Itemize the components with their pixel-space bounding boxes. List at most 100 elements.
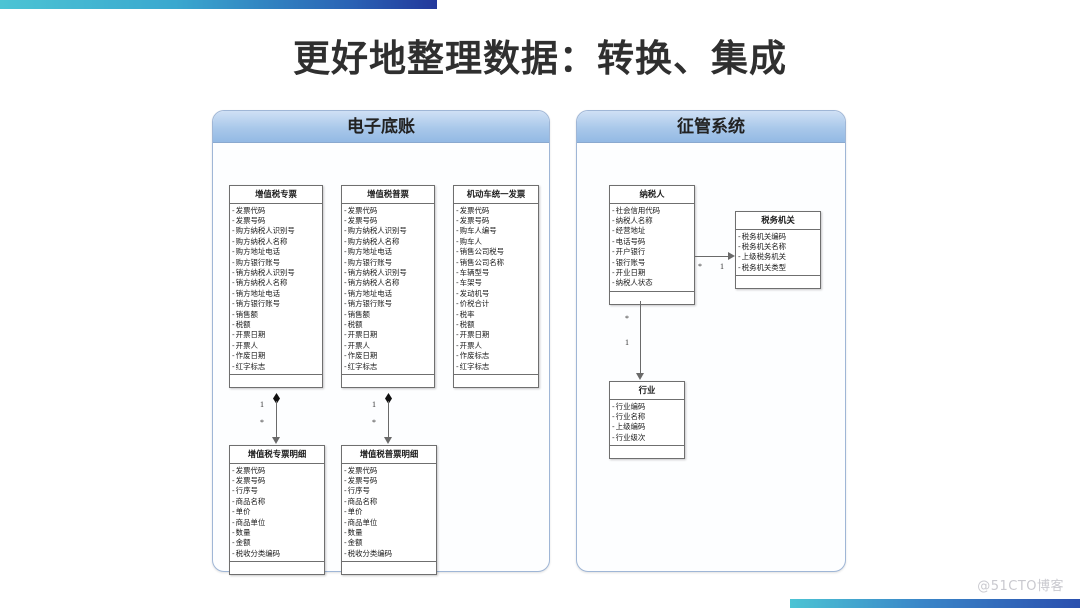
- entity-field: 开票日期: [344, 330, 433, 340]
- entity-field: 开票日期: [456, 330, 537, 340]
- entity-field: 价税合计: [456, 299, 537, 309]
- multiplicity-target: *: [260, 418, 264, 427]
- entity-tax-organization[interactable]: 税务机关 税务机关编码税务机关名称上级税务机关税务机关类型: [735, 211, 821, 290]
- entity-field: 税额: [456, 320, 537, 330]
- entity-field: 发票号码: [344, 476, 435, 486]
- entity-field: 销售公司税号: [456, 247, 537, 257]
- entity-field: 红字标志: [456, 362, 537, 372]
- entity-field: 金额: [232, 538, 323, 548]
- entity-field: 单价: [344, 507, 435, 517]
- entity-field: 发票号码: [456, 216, 537, 226]
- entity-industry[interactable]: 行业 行业编码行业名称上级编码行业级次: [609, 381, 685, 460]
- entity-field: 购方纳税人名称: [232, 237, 321, 247]
- entity-field: 税率: [456, 310, 537, 320]
- entity-field: 购方纳税人识别号: [232, 226, 321, 236]
- entity-field: 购车人: [456, 237, 537, 247]
- entity-field: 银行账号: [612, 258, 693, 268]
- entity-operations-compartment: [610, 292, 694, 304]
- relation-line: [276, 401, 277, 439]
- entity-vehicle-invoice[interactable]: 机动车统一发票 发票代码发票号码购车人编号购车人销售公司税号销售公司名称车辆型号…: [453, 185, 539, 388]
- entity-field-list: 发票代码发票号码行序号商品名称单价商品单位数量金额税收分类编码: [230, 464, 324, 563]
- entity-field: 红字标志: [232, 362, 321, 372]
- entity-field: 发票号码: [232, 476, 323, 486]
- entity-field: 开户银行: [612, 247, 693, 257]
- entity-field: 销方纳税人识别号: [344, 268, 433, 278]
- entity-field-list: 行业编码行业名称上级编码行业级次: [610, 400, 684, 447]
- panel-administration-system: 征管系统 纳税人 社会信用代码纳税人名称经营地址电话号码开户银行银行账号开业日期…: [576, 110, 846, 572]
- entity-field: 行业级次: [612, 433, 683, 443]
- entity-field: 购方银行账号: [232, 258, 321, 268]
- entity-field: 发票代码: [344, 466, 435, 476]
- entity-field: 开票日期: [232, 330, 321, 340]
- entity-field: 纳税人状态: [612, 278, 693, 288]
- entity-field: 作废日期: [232, 351, 321, 361]
- entity-field: 电话号码: [612, 237, 693, 247]
- entity-field: 经营地址: [612, 226, 693, 236]
- multiplicity-source: 1: [260, 400, 264, 409]
- entity-field: 单价: [232, 507, 323, 517]
- entity-field: 发动机号: [456, 289, 537, 299]
- entity-field: 数量: [344, 528, 435, 538]
- entity-field: 销方地址电话: [344, 289, 433, 299]
- entity-field: 购方地址电话: [344, 247, 433, 257]
- entity-field: 购车人编号: [456, 226, 537, 236]
- entity-field: 上级税务机关: [738, 252, 819, 262]
- entity-taxpayer[interactable]: 纳税人 社会信用代码纳税人名称经营地址电话号码开户银行银行账号开业日期纳税人状态: [609, 185, 695, 305]
- relation-line: [695, 256, 728, 257]
- entity-field: 发票代码: [456, 206, 537, 216]
- entity-field: 作废标志: [456, 351, 537, 361]
- entity-operations-compartment: [342, 562, 436, 574]
- entity-field: 上级编码: [612, 422, 683, 432]
- entity-field: 销方银行账号: [232, 299, 321, 309]
- entity-field: 购方银行账号: [344, 258, 433, 268]
- multiplicity-source: 1: [372, 400, 376, 409]
- entity-vat-normal-invoice[interactable]: 增值税普票 发票代码发票号码购方纳税人识别号购方纳税人名称购方地址电话购方银行账…: [341, 185, 435, 388]
- entity-field: 商品单位: [344, 518, 435, 528]
- entity-field: 购方纳税人名称: [344, 237, 433, 247]
- entity-vat-normal-invoice-detail[interactable]: 增值税普票明细 发票代码发票号码行序号商品名称单价商品单位数量金额税收分类编码: [341, 445, 437, 576]
- entity-field: 纳税人名称: [612, 216, 693, 226]
- entity-field: 销方纳税人识别号: [232, 268, 321, 278]
- entity-field: 销售额: [232, 310, 321, 320]
- multiplicity-source: *: [698, 262, 702, 271]
- entity-field: 商品单位: [232, 518, 323, 528]
- entity-field: 发票代码: [232, 466, 323, 476]
- multiplicity-target: 1: [720, 262, 724, 271]
- entity-title: 税务机关: [736, 212, 820, 230]
- entity-field-list: 发票代码发票号码购车人编号购车人销售公司税号销售公司名称车辆型号车架号发动机号价…: [454, 204, 538, 375]
- entity-field: 税额: [232, 320, 321, 330]
- entity-field: 发票代码: [232, 206, 321, 216]
- entity-field: 商品名称: [344, 497, 435, 507]
- arrow-head-icon: [636, 373, 644, 380]
- panel-body-administration-system: 纳税人 社会信用代码纳税人名称经营地址电话号码开户银行银行账号开业日期纳税人状态…: [577, 143, 845, 571]
- entity-field: 销方纳税人名称: [232, 278, 321, 288]
- entity-field: 社会信用代码: [612, 206, 693, 216]
- entity-field: 数量: [232, 528, 323, 538]
- entity-field: 税务机关编码: [738, 232, 819, 242]
- entity-field: 发票号码: [344, 216, 433, 226]
- entity-field: 车架号: [456, 278, 537, 288]
- panel-title-electronic-ledger: 电子底账: [213, 111, 549, 143]
- entity-field: 税额: [344, 320, 433, 330]
- entity-field-list: 社会信用代码纳税人名称经营地址电话号码开户银行银行账号开业日期纳税人状态: [610, 204, 694, 292]
- entity-operations-compartment: [454, 375, 538, 387]
- entity-title: 增值税专票明细: [230, 446, 324, 464]
- entity-field: 税收分类编码: [344, 549, 435, 559]
- entity-field: 销方地址电话: [232, 289, 321, 299]
- entity-vat-special-invoice[interactable]: 增值税专票 发票代码发票号码购方纳税人识别号购方纳税人名称购方地址电话购方银行账…: [229, 185, 323, 388]
- entity-field-list: 税务机关编码税务机关名称上级税务机关税务机关类型: [736, 230, 820, 277]
- bottom-accent-bar: [790, 599, 1080, 608]
- entity-field: 税务机关类型: [738, 263, 819, 273]
- entity-operations-compartment: [230, 375, 322, 387]
- entity-field: 销售额: [344, 310, 433, 320]
- entity-field: 销售公司名称: [456, 258, 537, 268]
- entity-title: 纳税人: [610, 186, 694, 204]
- panel-body-electronic-ledger: 增值税专票 发票代码发票号码购方纳税人识别号购方纳税人名称购方地址电话购方银行账…: [213, 143, 549, 576]
- multiplicity-source: *: [625, 314, 629, 323]
- entity-title: 增值税普票: [342, 186, 434, 204]
- relation-line: [640, 301, 641, 375]
- entity-operations-compartment: [610, 446, 684, 458]
- entity-vat-special-invoice-detail[interactable]: 增值税专票明细 发票代码发票号码行序号商品名称单价商品单位数量金额税收分类编码: [229, 445, 325, 576]
- entity-field: 发票代码: [344, 206, 433, 216]
- entity-field: 行序号: [344, 486, 435, 496]
